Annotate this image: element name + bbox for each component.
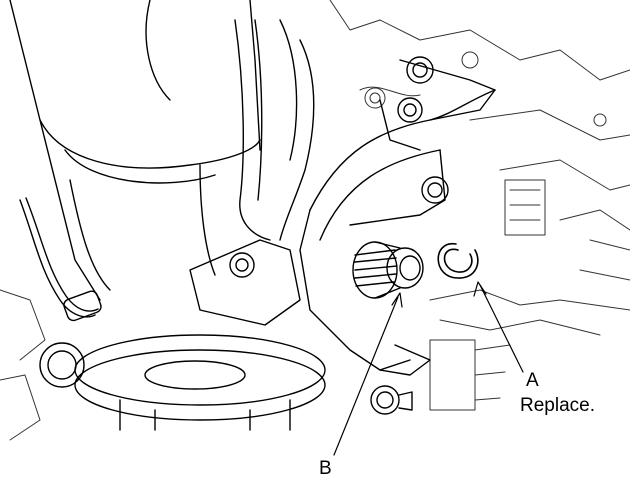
caliper-bracket bbox=[299, 59, 496, 376]
callout-a-note: Replace. bbox=[520, 395, 595, 416]
strut-body bbox=[9, 0, 261, 301]
lower-flange bbox=[39, 334, 326, 431]
bolts bbox=[370, 56, 449, 415]
callout-a-letter: A bbox=[526, 370, 539, 391]
callout-b-letter: B bbox=[319, 458, 332, 479]
leader-lines bbox=[333, 281, 524, 456]
steering-knuckle bbox=[189, 19, 315, 326]
engine-block-background bbox=[0, 0, 630, 441]
snap-ring bbox=[437, 243, 479, 279]
splined-shaft bbox=[352, 241, 424, 299]
hose-left bbox=[19, 197, 102, 322]
